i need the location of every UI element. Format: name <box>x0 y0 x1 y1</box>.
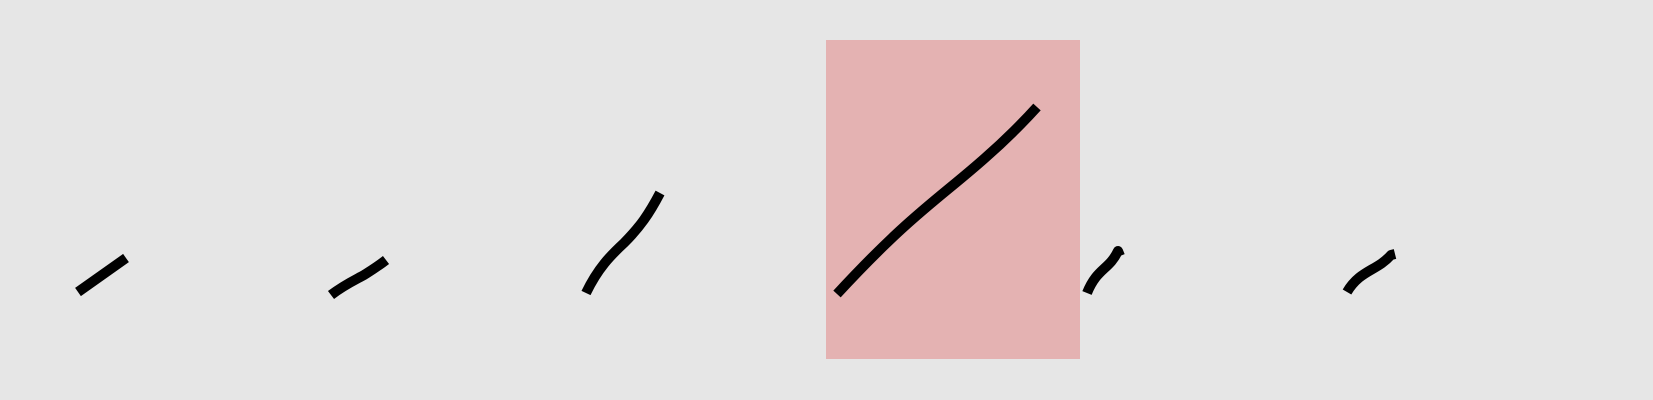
stroke-1[interactable] <box>75 253 129 297</box>
stroke-6[interactable] <box>1342 249 1397 295</box>
highlight-box <box>826 40 1080 359</box>
stroke-4[interactable] <box>833 103 1041 298</box>
stroke-2[interactable] <box>327 256 390 299</box>
stroke-5[interactable] <box>1082 246 1125 296</box>
stroke-3[interactable] <box>581 190 665 296</box>
